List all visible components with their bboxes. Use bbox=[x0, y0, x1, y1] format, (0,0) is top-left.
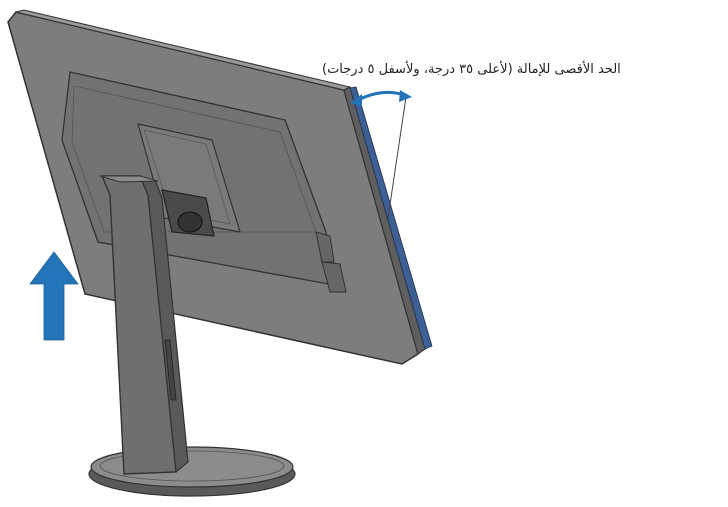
arrow-up-icon bbox=[30, 252, 78, 340]
tilt-range-caption: الحد الأقصى للإمالة (لأعلى ٣٥ درجة، ولأس… bbox=[322, 62, 720, 78]
tilt-arc-arrow-icon bbox=[350, 90, 412, 106]
stand-base bbox=[89, 447, 295, 496]
